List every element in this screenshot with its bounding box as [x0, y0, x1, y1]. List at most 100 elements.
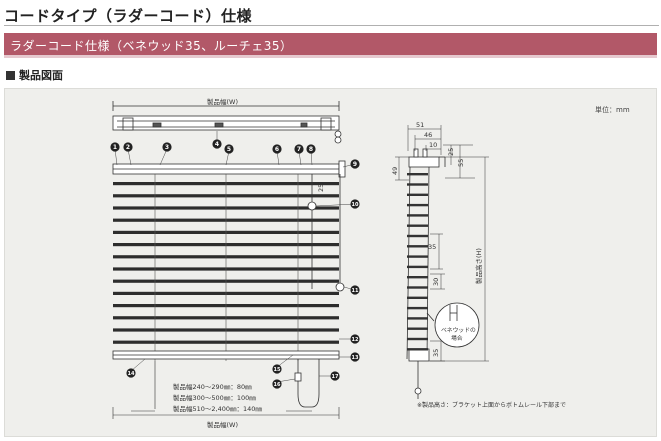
- callout-2: 2: [123, 142, 133, 152]
- drawing-panel: 単位：mm 製品幅(W): [4, 88, 657, 437]
- callout-number: 7: [297, 146, 301, 153]
- side-slat: [407, 276, 428, 279]
- callout-number: 12: [352, 337, 359, 343]
- callout-circle: [212, 139, 222, 149]
- callout-circle: [123, 142, 133, 152]
- side-slat: [407, 255, 428, 258]
- dim-10: 10: [429, 141, 437, 149]
- callout-number: 16: [274, 382, 281, 388]
- bracket-note-3: 製品幅510〜2,400㎜：140㎜: [173, 404, 262, 413]
- side-slat: [407, 173, 428, 176]
- dim-51: 51: [416, 121, 424, 129]
- width-dimension-bottom: [112, 361, 340, 419]
- callout-circle: [110, 142, 120, 152]
- side-view: [406, 148, 446, 399]
- side-slat: [407, 224, 428, 227]
- callout-circle: [350, 199, 360, 209]
- sub-heading-label: 製品図面: [19, 69, 63, 82]
- callout-17: 17: [330, 371, 340, 381]
- callout-9: 9: [350, 159, 360, 169]
- callout-circle: [350, 159, 360, 169]
- headrail-top-view: [112, 101, 342, 144]
- dim-46: 46: [424, 131, 432, 139]
- callout-number: 2: [126, 144, 130, 151]
- side-slat: [407, 203, 428, 207]
- dim-35-b: 35: [432, 349, 440, 357]
- callout-6: 6: [272, 144, 282, 154]
- bracket-note-1: 製品幅240〜290㎜：80㎜: [173, 382, 252, 391]
- callout-circle: [350, 285, 360, 295]
- width-label-top: 製品幅(W): [207, 97, 238, 106]
- side-slat: [407, 245, 428, 248]
- callout-number: 1: [113, 144, 117, 151]
- side-slats: [407, 173, 428, 351]
- callout-circle: [330, 371, 340, 381]
- side-slat: [407, 317, 428, 320]
- side-slat: [407, 193, 428, 196]
- callout-number: 3: [165, 144, 169, 151]
- headrail-front: [112, 160, 346, 178]
- side-slat: [407, 265, 428, 269]
- benewood-inset: [426, 302, 480, 348]
- side-dimensions: [395, 125, 489, 362]
- callout-circle: [224, 144, 234, 154]
- callout-14: 14: [126, 368, 136, 378]
- product-drawing: 単位：mm 製品幅(W): [110, 97, 630, 429]
- height-note: ※製品高さ：ブラケット上面からボトムレール下部まで: [417, 401, 566, 409]
- section-bar-shadow: [4, 55, 657, 58]
- callout-1: 1: [110, 142, 120, 152]
- section-bar: ラダーコード仕様（ベネウッド35、ルーチェ35）: [4, 33, 657, 55]
- dim-30: 30: [432, 278, 440, 286]
- bracket-note-2: 製品幅300〜500㎜：100㎜: [173, 393, 256, 402]
- callout-4: 4: [212, 139, 222, 149]
- side-slat: [407, 337, 428, 341]
- callout-15: 15: [272, 364, 282, 374]
- side-slat: [407, 296, 428, 299]
- callout-number: 14: [128, 371, 135, 377]
- bottom-rail: [112, 350, 340, 360]
- callout-circle: [272, 144, 282, 154]
- side-slat: [407, 214, 428, 217]
- sub-heading: 製品図面: [6, 67, 63, 83]
- callout-13: 13: [350, 352, 360, 362]
- callout-number: 8: [309, 146, 313, 153]
- callout-circle: [350, 334, 360, 344]
- callout-number: 11: [352, 288, 359, 294]
- callout-number: 4: [215, 141, 219, 148]
- dim-25-front: 25: [317, 184, 325, 192]
- callout-number: 6: [275, 146, 279, 153]
- callout-number: 9: [353, 161, 357, 168]
- side-slat: [407, 306, 428, 310]
- dim-49: 49: [391, 167, 399, 175]
- callout-10: 10: [350, 199, 360, 209]
- height-label: 製品高さ(H): [474, 248, 483, 284]
- callout-circle: [162, 142, 172, 152]
- callout-16: 16: [272, 379, 282, 389]
- side-slat: [407, 348, 428, 351]
- callout-circle: [306, 144, 316, 154]
- callout-12: 12: [350, 334, 360, 344]
- callout-number: 17: [332, 374, 339, 380]
- callout-circle: [350, 352, 360, 362]
- operating-cord: [294, 174, 345, 408]
- inset-label-2: 場合: [451, 334, 463, 342]
- callout-8: 8: [306, 144, 316, 154]
- callout-number: 10: [352, 202, 359, 208]
- dim-35-a: 35: [428, 243, 436, 251]
- unit-label: 単位：mm: [595, 105, 630, 114]
- dim-55: 55: [457, 159, 465, 167]
- side-slat: [407, 234, 428, 238]
- callout-11: 11: [350, 285, 360, 295]
- side-slat: [407, 183, 428, 186]
- width-label-bottom: 製品幅(W): [207, 420, 238, 429]
- inset-label-1: ベネウッドの: [441, 326, 476, 334]
- callout-number: 5: [227, 146, 231, 153]
- callout-circle: [126, 368, 136, 378]
- page-title: コードタイプ（ラダーコード）仕様: [4, 2, 659, 26]
- callout-circle: [272, 364, 282, 374]
- ladder-cords: [154, 174, 299, 361]
- dim-25: 25: [447, 148, 455, 156]
- callout-3: 3: [162, 142, 172, 152]
- callout-circle: [294, 144, 304, 154]
